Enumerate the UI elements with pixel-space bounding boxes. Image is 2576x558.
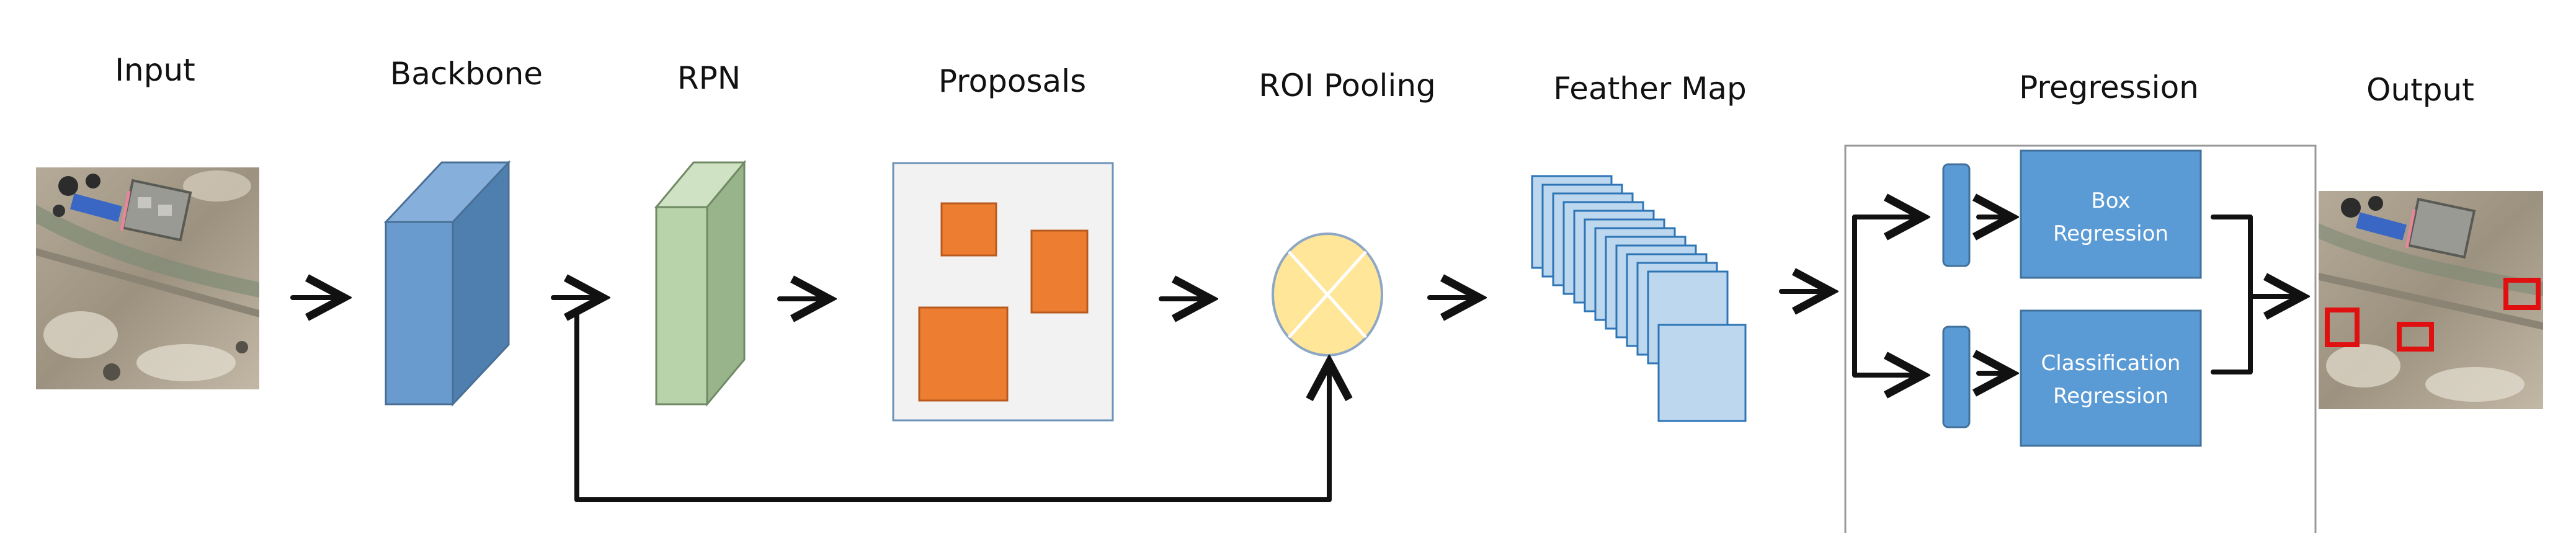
backbone-front-face <box>385 221 454 405</box>
branch-to-fc-top <box>1852 217 1923 374</box>
rpn-block <box>654 159 747 407</box>
box-regression-text-line2: Regression <box>2053 221 2168 246</box>
fc-bar-top <box>1942 163 1971 267</box>
rpn-top-face <box>654 161 747 208</box>
merge-to-output <box>2211 215 2253 374</box>
backbone-top-face <box>383 161 511 223</box>
pregression-label: Pregression <box>2019 69 2199 105</box>
pregression-section: Box Regression Classification Regression <box>1844 144 2317 533</box>
detection-box <box>2397 322 2434 352</box>
proposal-box <box>918 306 1009 402</box>
stage-labels: Input Backbone RPN Proposals ROI Pooling… <box>115 52 2474 108</box>
branch-to-fc-bottom <box>1852 215 1923 375</box>
classification-regression-text-line2: Regression <box>2053 384 2168 409</box>
proposals-label: Proposals <box>938 63 1086 99</box>
proposals-panel <box>892 162 1114 422</box>
output-label: Output <box>2366 72 2474 108</box>
box-regression-block <box>2020 149 2202 279</box>
input-satellite-image <box>36 167 259 389</box>
connectors <box>290 215 2302 502</box>
input-label: Input <box>115 52 195 88</box>
proposal-box <box>940 202 997 257</box>
detection-box <box>2503 278 2541 310</box>
skip-connection-backbone-to-roi <box>574 308 1329 502</box>
box-regression-text-line1: Box <box>2091 188 2130 213</box>
proposal-box <box>1030 229 1089 314</box>
rpn-front-face <box>655 206 708 405</box>
output-detection-image <box>2319 191 2543 409</box>
classification-regression-block <box>2020 309 2202 447</box>
backbone-block <box>383 160 511 407</box>
feature-map-layer <box>1657 324 1747 422</box>
feather-map-label: Feather Map <box>1553 71 1746 107</box>
feather-map-stack <box>1531 175 1747 422</box>
roi-pooling-node <box>1272 232 1383 356</box>
fc-bar-bottom <box>1942 326 1971 428</box>
pregression-frame <box>1844 144 2317 533</box>
rpn-label: RPN <box>677 60 741 96</box>
roi-pooling-label: ROI Pooling <box>1259 68 1436 104</box>
classification-regression-text-line1: Classification <box>2041 351 2181 376</box>
backbone-label: Backbone <box>390 56 543 92</box>
detection-box <box>2325 308 2360 347</box>
